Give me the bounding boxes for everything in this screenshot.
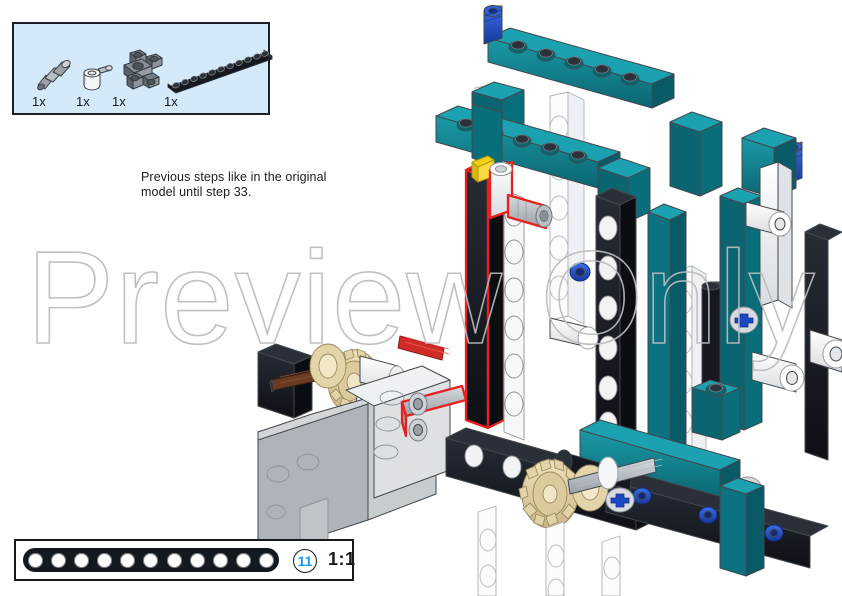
scale-ratio-label: 1:1 <box>328 549 356 569</box>
beam-hole <box>28 552 43 568</box>
part-item-axle-connector-hub: 1x <box>112 49 166 109</box>
part-qty-label: 1x <box>76 94 90 109</box>
part-icon-technic-bush-white <box>76 49 116 95</box>
part-qty-label: 1x <box>112 94 126 109</box>
beam-hole <box>74 552 90 568</box>
part-item-liftarm-11-holes: 1x <box>164 49 276 109</box>
beam-hole <box>258 552 274 568</box>
scale-reference-beam <box>23 548 279 572</box>
step-number-badge: 11 <box>293 549 317 573</box>
part-item-bush-half: 1x <box>76 49 116 109</box>
part-icon-technic-beam-black <box>164 49 276 95</box>
part-icon-technic-hub-dark-gray <box>112 49 166 95</box>
beam-hole <box>166 552 182 568</box>
beam-hole <box>189 552 205 568</box>
model-svg <box>257 5 842 596</box>
part-qty-label: 1x <box>164 94 178 109</box>
parts-list: 1x 1x <box>14 24 273 113</box>
beam-hole <box>143 552 159 568</box>
part-item-pin-with-axle-connector: 1x <box>32 49 80 109</box>
instruction-note: Previous steps like in the original mode… <box>141 170 356 199</box>
parts-callout-box: 1x 1x <box>12 22 273 115</box>
model-illustration <box>250 0 842 596</box>
beam-hole <box>51 552 67 568</box>
beam-hole <box>97 552 113 568</box>
beam-hole <box>235 552 251 568</box>
instruction-note-line-1: Previous steps like in the original <box>141 170 327 184</box>
part-qty-label: 1x <box>32 94 46 109</box>
scale-bar: 11 1:1 <box>14 539 356 581</box>
beam-hole <box>212 552 228 568</box>
instruction-note-line-2: model until step 33. <box>141 184 252 199</box>
part-icon-technic-pin-gray <box>32 49 80 95</box>
beam-hole <box>120 552 136 568</box>
